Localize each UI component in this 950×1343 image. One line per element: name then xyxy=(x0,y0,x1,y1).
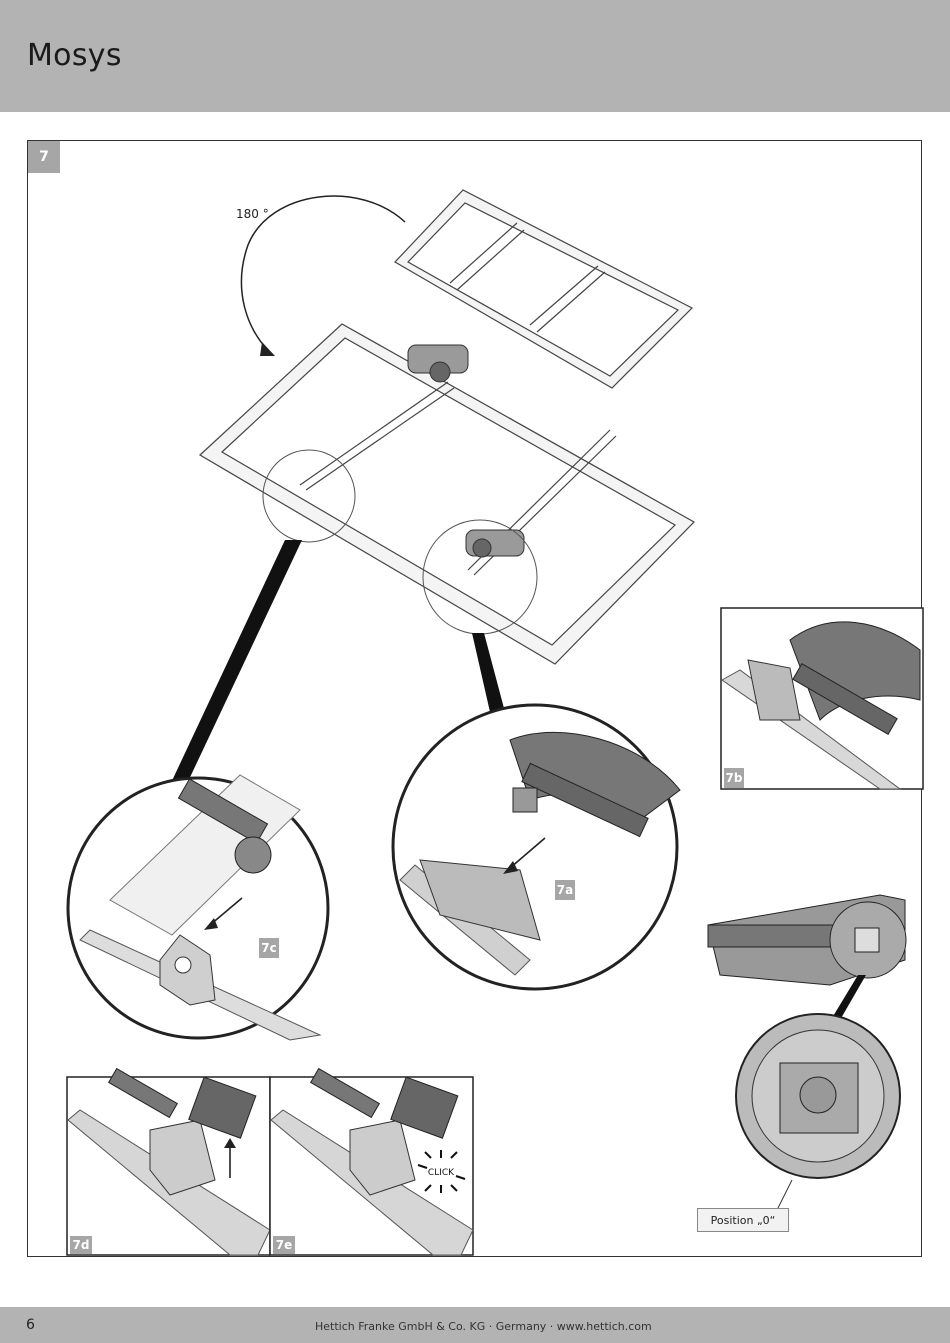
position-leader xyxy=(778,1180,792,1208)
rotation-arrowhead xyxy=(260,342,275,356)
callout-7c: 7c xyxy=(259,938,279,958)
motor-unit-bottom xyxy=(466,530,524,557)
position-zoom xyxy=(736,1014,900,1178)
click-text: CLICK xyxy=(428,1168,455,1178)
leader-cone-left xyxy=(170,540,302,790)
motor-side-view xyxy=(708,895,906,985)
callout-7b: 7b xyxy=(724,768,744,788)
callout-7e: 7e xyxy=(273,1236,295,1254)
page-number: 6 xyxy=(26,1317,35,1333)
footer-company-text: Hettich Franke GmbH & Co. KG · Germany ·… xyxy=(315,1320,652,1333)
detail-7d xyxy=(67,1069,270,1255)
detail-7a xyxy=(393,705,680,989)
leader-cone-right xyxy=(472,633,505,712)
rotation-label: 180 ° xyxy=(236,207,269,221)
detail-7c xyxy=(68,775,328,1040)
position-label: Position „0“ xyxy=(697,1208,789,1232)
detail-7b xyxy=(721,608,923,789)
callout-7d: 7d xyxy=(70,1236,92,1254)
callout-7a: 7a xyxy=(555,880,575,900)
detail-7e: CLICK xyxy=(270,1069,473,1255)
